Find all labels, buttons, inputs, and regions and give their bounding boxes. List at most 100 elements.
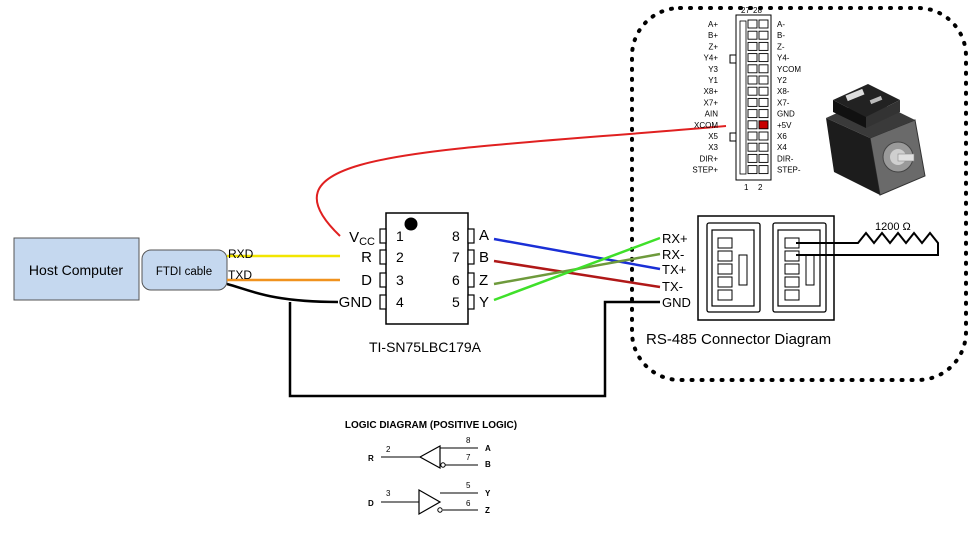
io-header-right-label: A- [777, 20, 785, 29]
chip-pin-number: 1 [396, 228, 404, 244]
io-header-right-label: STEP- [777, 166, 801, 175]
io-header-pin [758, 19, 769, 29]
logic-pin: 8 [466, 436, 471, 445]
logic-diagram-title: LOGIC DIAGRAM (POSITIVE LOGIC) [345, 420, 517, 431]
host-computer-label: Host Computer [29, 262, 123, 278]
io-header-left-label: X5 [708, 132, 718, 141]
chip-pin-stub [467, 294, 475, 310]
rs485-caption: RS-485 Connector Diagram [646, 331, 831, 348]
wire-b-to-tx-minus [493, 259, 661, 289]
txd-label: TXD [228, 268, 252, 282]
io-header-latch [729, 54, 737, 64]
vcc-wire [315, 125, 727, 237]
io-header-right-label: B- [777, 31, 785, 40]
io-header-pin [747, 97, 758, 107]
chip-pin-stub [467, 272, 475, 288]
io-header-pin [747, 64, 758, 74]
logic-pin: 7 [466, 453, 471, 462]
io-header-right-label: DIR- [777, 154, 794, 163]
io-header-left-label: XCOM [694, 121, 718, 130]
chip-pin-stub [379, 228, 387, 244]
io-header-pin [747, 86, 758, 96]
ftdi-cable-box [141, 249, 228, 291]
io-header-bottom-number: 2 [758, 183, 763, 192]
stepper-motor-image [826, 84, 926, 196]
io-header-pin [758, 120, 769, 130]
chip-pin-number: 2 [396, 249, 404, 265]
chip-pin-number: 3 [396, 272, 404, 288]
chip-pin-label-a: A [479, 227, 489, 244]
io-header-right-label: YCOM [777, 65, 801, 74]
chip-pin-number: 7 [452, 249, 460, 265]
rs485-pin-rx-plus: RX+ [662, 231, 688, 246]
io-header-right-label: Y4- [777, 54, 790, 63]
logic-pin: 6 [466, 499, 471, 508]
io-header-pin [758, 165, 769, 175]
chip-name: TI-SN75LBC179A [369, 339, 482, 355]
io-header-left-label: Y4+ [704, 54, 719, 63]
io-header-right-label: +5V [777, 121, 792, 130]
chip-pin-label-b: B [479, 249, 489, 266]
logic-driver-buffer [418, 488, 442, 516]
rs485-pin-tx-minus: TX- [662, 279, 683, 294]
chip-pin-stub [379, 249, 387, 265]
io-header-top-number: 27 [741, 6, 750, 15]
chip-pin-label-vcc: VCC [349, 229, 375, 248]
io-header-left-label: B+ [708, 31, 718, 40]
io-header-left-label: X3 [708, 143, 718, 152]
io-header-left-label: A+ [708, 20, 718, 29]
chip-pin-label-d: D [361, 272, 372, 289]
chip-pin-stub [467, 228, 475, 244]
logic-pin: 5 [466, 481, 471, 490]
logic-output-label: A [485, 444, 491, 453]
logic-d-pin: 3 [386, 489, 391, 498]
io-header-left-label: STEP+ [692, 166, 718, 175]
io-header-left-label: AIN [705, 110, 719, 119]
io-header-left-label: Y3 [708, 65, 718, 74]
io-header-pin [747, 75, 758, 85]
io-header-pin [747, 19, 758, 29]
io-header-pin [758, 75, 769, 85]
rs485-connector [697, 215, 835, 321]
chip-pin-label-y: Y [479, 294, 489, 311]
io-header-pin [758, 142, 769, 152]
io-header-pin [758, 53, 769, 63]
io-header-rail [739, 20, 747, 175]
io-header-pin [747, 153, 758, 163]
io-header-pin [758, 64, 769, 74]
io-header-pin [747, 142, 758, 152]
io-header-pin [758, 86, 769, 96]
logic-r-label: R [368, 454, 374, 463]
chip-pin-number: 8 [452, 228, 460, 244]
chip-pin-stub [467, 249, 475, 265]
resistor-label: 1200 Ω [875, 221, 911, 233]
chip-pin-label-gnd: GND [339, 294, 373, 311]
logic-inversion-bubble [440, 462, 446, 468]
io-header-left-label: Z+ [708, 42, 718, 51]
gnd-wire-ftdi [226, 282, 339, 304]
chip-pin-number: 5 [452, 294, 460, 310]
io-header-right-label: GND [777, 110, 795, 119]
termination-resistor [796, 231, 939, 256]
io-header-bottom-number: 1 [744, 183, 749, 192]
chip-pin-stub [379, 272, 387, 288]
io-header-pin [747, 30, 758, 40]
io-header-pin [758, 30, 769, 40]
io-header-left-label: DIR+ [700, 154, 719, 163]
rs485-pin-rx-minus: RX- [662, 247, 684, 262]
io-header-pin [747, 120, 758, 130]
io-header-pin [758, 109, 769, 119]
io-header-pin [758, 153, 769, 163]
io-header-left-label: X7+ [704, 98, 719, 107]
io-header-top-number: 28 [753, 6, 762, 15]
io-header-pin [747, 53, 758, 63]
io-header-right-label: X8- [777, 87, 790, 96]
chip-pin-stub [379, 294, 387, 310]
io-header-right-label: X7- [777, 98, 790, 107]
io-header-right-label: Z- [777, 42, 785, 51]
chip-pin-number: 4 [396, 294, 404, 310]
io-header-left-label: Y1 [708, 76, 718, 85]
logic-d-label: D [368, 499, 374, 508]
rs485-pin-tx-plus: TX+ [662, 262, 686, 277]
logic-r-pin: 2 [386, 445, 391, 454]
